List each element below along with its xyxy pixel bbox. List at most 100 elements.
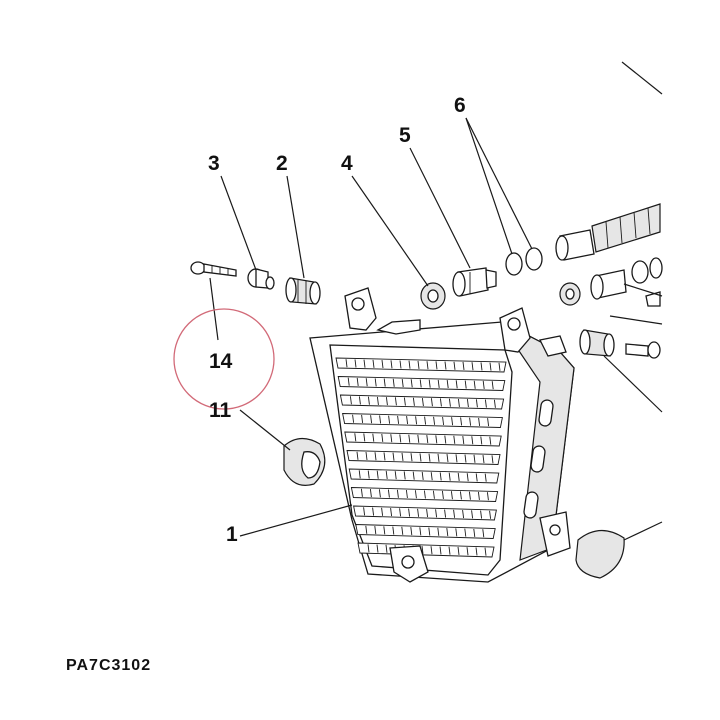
fin-slat <box>428 527 431 536</box>
fin-slat <box>387 489 390 498</box>
fin-slat <box>426 435 429 444</box>
fin-slat <box>358 396 361 405</box>
fin-slat <box>383 378 386 387</box>
fin-slat <box>468 491 471 500</box>
callout-4: 4 <box>341 152 353 175</box>
side-slots <box>523 399 554 519</box>
fin-slat <box>493 399 496 408</box>
fin-slat <box>401 452 404 461</box>
fin-slat <box>462 435 465 445</box>
fin-slat <box>439 546 442 555</box>
callout-1: 1 <box>226 523 238 546</box>
fin-slat <box>480 436 483 445</box>
fin-slat <box>437 453 440 462</box>
fin-slat <box>370 415 373 424</box>
fin-slat <box>383 526 386 535</box>
radiator-fin-row <box>355 524 496 539</box>
fin-slat <box>372 433 375 442</box>
fin-slat <box>379 415 382 424</box>
fin-slat <box>403 397 406 406</box>
fin-slat <box>408 508 411 517</box>
fin-slat <box>475 547 478 556</box>
fin-slat <box>410 453 413 462</box>
fin-slat <box>457 398 460 407</box>
fin-slat <box>437 379 440 388</box>
fin-slat <box>347 377 350 386</box>
fin-slat <box>363 507 366 516</box>
figure-code: PA7C3102 <box>66 657 152 674</box>
fin-slat <box>356 377 359 387</box>
fin-slat <box>417 360 420 369</box>
fin-slat <box>435 509 438 518</box>
fin-slat <box>423 490 426 499</box>
fin-slat <box>460 417 463 426</box>
radiator-fin-row <box>344 431 502 447</box>
fin-slat <box>367 544 370 553</box>
fin-slat <box>478 417 481 426</box>
fin-slat <box>414 490 417 499</box>
fin-slat <box>435 435 438 444</box>
fin-slat <box>475 399 478 408</box>
fin-slat <box>453 509 456 518</box>
fin-slat <box>372 359 375 368</box>
callout-5: 5 <box>399 124 411 147</box>
fin-slat <box>419 527 422 536</box>
fin-slat <box>486 492 489 501</box>
callout-14: 14 <box>209 350 233 373</box>
fin-slat <box>482 380 485 390</box>
fin-slat <box>401 378 404 388</box>
fin-slat <box>392 378 395 387</box>
fin-slat <box>442 416 445 426</box>
hose-lower-fittings <box>559 257 663 307</box>
fin-slat <box>444 435 447 444</box>
fin-slat <box>421 471 424 481</box>
fin-slat <box>356 451 359 460</box>
radiator-fin-row <box>342 413 503 428</box>
fin-slat <box>374 452 377 461</box>
fin-slat <box>441 490 444 500</box>
fin-slat <box>376 396 379 405</box>
fin-slat <box>421 545 424 554</box>
fin-slat <box>466 547 469 556</box>
fin-slat <box>451 417 454 426</box>
fin-slat <box>365 378 368 387</box>
fin-slat <box>482 454 485 464</box>
fin-slat <box>385 470 388 480</box>
fin-slat <box>381 360 384 369</box>
fin-slat <box>419 379 422 388</box>
bolt-part-14 <box>190 261 237 277</box>
fin-slat <box>381 507 384 516</box>
fin-slat <box>385 397 388 406</box>
o-rings-part-6 <box>505 247 543 276</box>
fin-slat <box>376 544 379 553</box>
fin-slat <box>390 434 393 443</box>
hose-upper <box>555 203 661 261</box>
fin-slat <box>408 434 411 443</box>
fin-slat <box>444 361 447 370</box>
fin-slat <box>381 433 384 443</box>
fin-slat <box>374 525 377 535</box>
fin-slat <box>369 488 372 498</box>
fin-slat <box>471 510 474 519</box>
spacer-part-3 <box>247 268 275 290</box>
highlight-circle <box>173 308 275 410</box>
fin-slat <box>428 453 431 462</box>
fin-slat <box>482 529 485 538</box>
fin-slat <box>354 359 357 368</box>
fin-slat <box>352 414 355 423</box>
fin-slat <box>390 360 393 369</box>
fin-slat <box>430 546 433 555</box>
fin-slat <box>412 471 415 480</box>
radiator-fin-row <box>337 376 506 391</box>
fin-slat <box>403 471 406 480</box>
fin-slat <box>433 416 436 425</box>
fin-slat <box>410 379 413 388</box>
radiator-fin-row <box>339 394 505 410</box>
fin-slat <box>484 547 487 556</box>
fin-slat <box>439 398 442 407</box>
fin-slat <box>444 509 447 518</box>
fin-slat <box>421 397 424 407</box>
fin-slat <box>430 398 433 407</box>
washer-part-4 <box>420 282 446 310</box>
fin-slat <box>464 454 467 463</box>
